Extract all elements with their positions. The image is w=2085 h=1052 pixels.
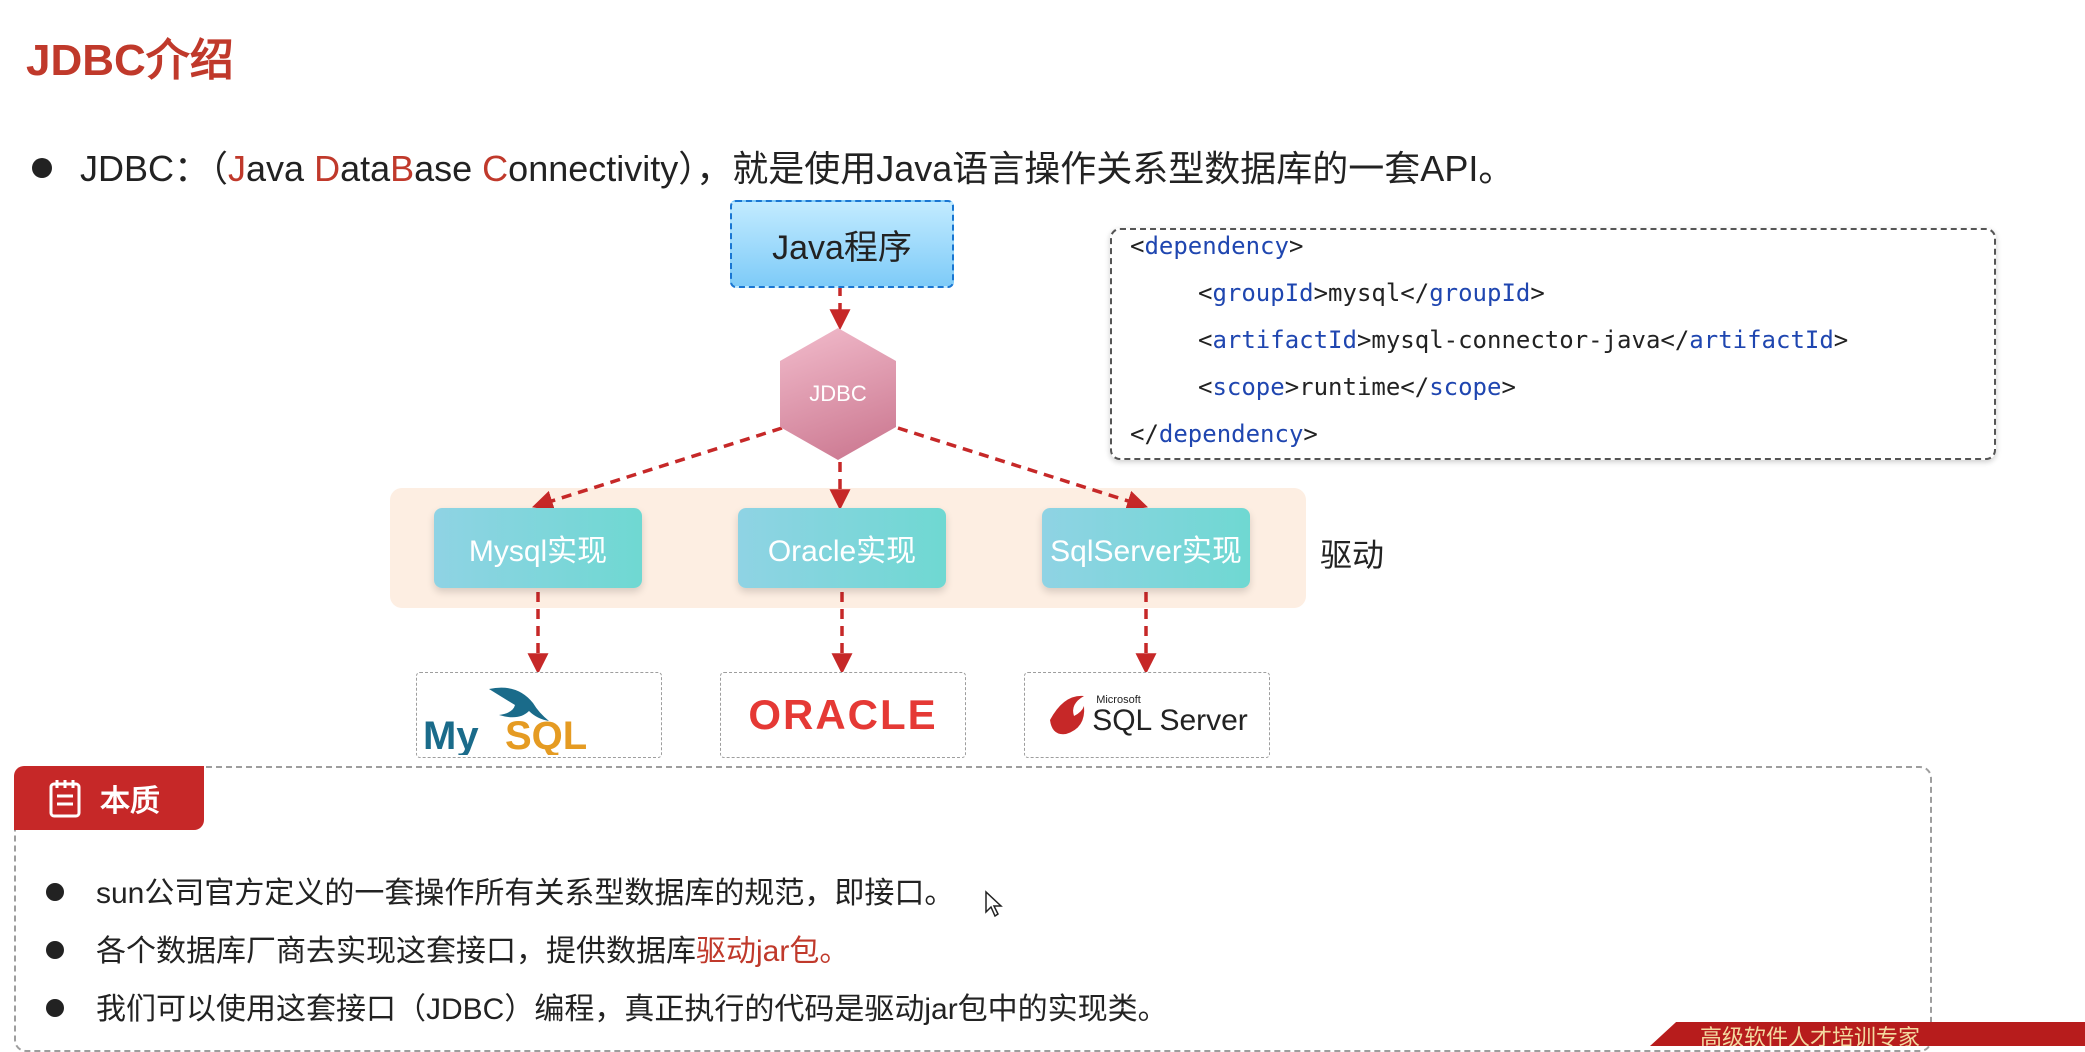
sqlserver-flame-icon [1050,695,1085,735]
intro-C: C [482,148,509,189]
intro-bullet: JDBC：（Java DataBase Connectivity），就是使用Ja… [32,140,1514,192]
intro-onnectivity: onnectivity [508,148,679,189]
sqlserver-logo-small: Microsoft [1096,693,1141,706]
java-program-box: Java程序 [730,200,954,288]
bullet-dot [32,158,52,179]
maven-dependency-code: <dependency> <groupId>mysql</groupId> <a… [1110,228,1996,460]
intro-J: J [228,148,247,189]
intro-prefix: JDBC：（ [80,148,229,189]
intro-ava: ava [246,148,315,189]
code-line-2: <groupId>mysql</groupId> [1198,279,1545,307]
oracle-logo-text: ORACLE [748,691,938,738]
bullet-dot [46,999,64,1018]
code-line-5: </dependency> [1130,420,1318,448]
code-line-3: <artifactId>mysql-connector-java</artifa… [1198,326,1849,354]
code-line-4: <scope>runtime</scope> [1198,373,1516,401]
sqlserver-logo-text: SQL Server [1092,703,1248,737]
mysql-impl-box: Mysql实现 [434,508,642,588]
footer-banner: 高级软件人才培训专家 [1650,1022,2085,1046]
intro-suffix: ），就是使用Java语言操作关系型数据库的一套API。 [678,148,1515,189]
sqlserver-impl-box: SqlServer实现 [1042,508,1250,588]
notepad-icon [49,780,81,818]
essence-bullet-3: 我们可以使用这套接口（JDBC）编程，真正执行的代码是驱动jar包中的实现类。 [46,984,1168,1028]
jdbc-hexagon: JDBC [780,328,896,460]
intro-ase: ase [414,148,483,189]
driver-label: 驱动 [1320,537,1385,573]
essence-header: 本质 [14,766,204,830]
mysql-logo: My SQL [416,672,662,758]
mysql-logo-text-sql: SQL [505,714,587,755]
essence-bullet-1: sun公司官方定义的一套操作所有关系型数据库的规范，即接口。 [46,868,954,912]
essence-title: 本质 [100,785,160,818]
mysql-logo-text-my: My [423,714,479,755]
essence-panel [14,766,1932,1052]
intro-D: D [314,148,341,189]
oracle-impl-box: Oracle实现 [738,508,946,588]
bullet-dot [46,941,64,960]
essence-bullet-2: 各个数据库厂商去实现这套接口，提供数据库驱动jar包。 [46,926,849,970]
code-line-1: <dependency> [1130,232,1304,260]
sqlserver-logo: Microsoft SQL Server [1024,672,1270,758]
intro-ata: ata [340,148,391,189]
mouse-cursor-icon [985,890,1003,918]
oracle-logo: ORACLE [720,672,966,758]
bullet-dot [46,883,64,902]
page-title: JDBC介绍 [26,36,234,85]
mysql-logo-graphic: My SQL [423,687,587,755]
intro-B: B [390,148,415,189]
